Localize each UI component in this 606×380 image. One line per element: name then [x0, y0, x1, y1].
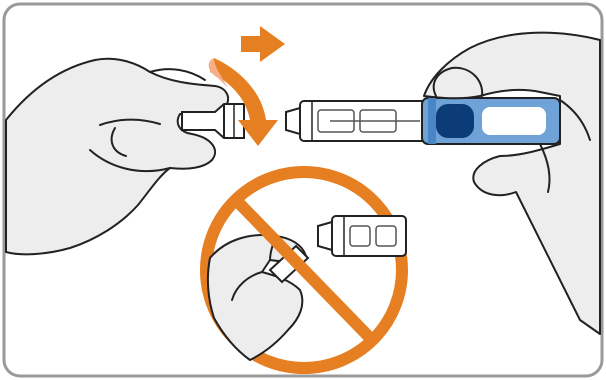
pen-dose-window	[436, 104, 474, 138]
prohibition-icon	[206, 172, 406, 368]
pen-label	[482, 107, 546, 135]
inset-pen	[318, 216, 406, 256]
insulin-pen	[286, 98, 560, 144]
